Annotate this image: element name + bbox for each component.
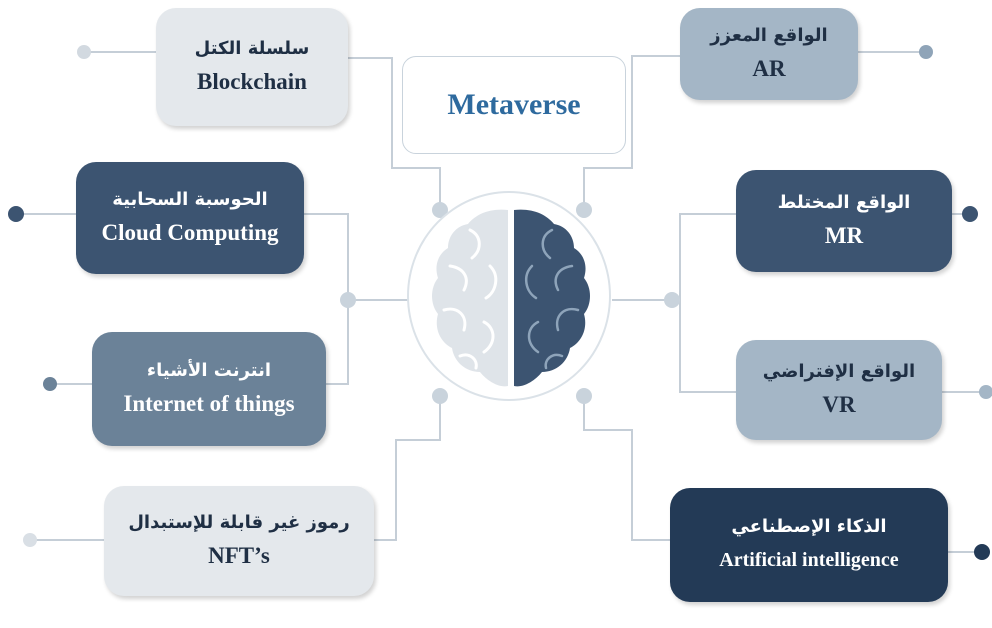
node-ai-en: Artificial intelligence [719,549,899,571]
node-iot-en: Internet of things [123,391,295,416]
node-cloud-ar: الحوسبة السحابية [112,189,268,210]
node-vr: الواقع الإفتراضي VR [736,340,942,440]
node-blockchain-en: Blockchain [197,69,307,94]
node-cloud-computing: الحوسبة السحابية Cloud Computing [76,162,304,274]
node-iot-ar: انترنت الأشياء [146,360,272,381]
node-nft: رموز غير قابلة للإستبدال NFT’s [104,486,374,596]
node-iot: انترنت الأشياء Internet of things [92,332,326,446]
junction-dots [8,45,992,560]
node-mr-ar: الواقع المختلط [777,192,911,213]
node-ar-ar: الواقع المعزز [710,25,828,46]
node-mr: الواقع المختلط MR [736,170,952,272]
node-vr-ar: الواقع الإفتراضي [762,361,916,382]
node-nft-en: NFT’s [208,543,270,568]
node-blockchain: سلسلة الكتل Blockchain [156,8,348,126]
node-ar: الواقع المعزز AR [680,8,858,100]
node-ar-en: AR [752,56,786,81]
node-nft-ar: رموز غير قابلة للإستبدال [128,512,350,533]
node-mr-en: MR [824,223,864,248]
node-blockchain-ar: سلسلة الكتل [194,38,310,59]
title-box: Metaverse [402,56,626,154]
diagram-title: Metaverse [447,88,581,121]
node-ai-ar: الذكاء الإصطناعي [731,516,887,537]
node-ai: الذكاء الإصطناعي Artificial intelligence [670,488,948,602]
brain-icon [432,209,590,387]
node-vr-en: VR [822,392,856,417]
node-cloud-en: Cloud Computing [101,220,279,245]
